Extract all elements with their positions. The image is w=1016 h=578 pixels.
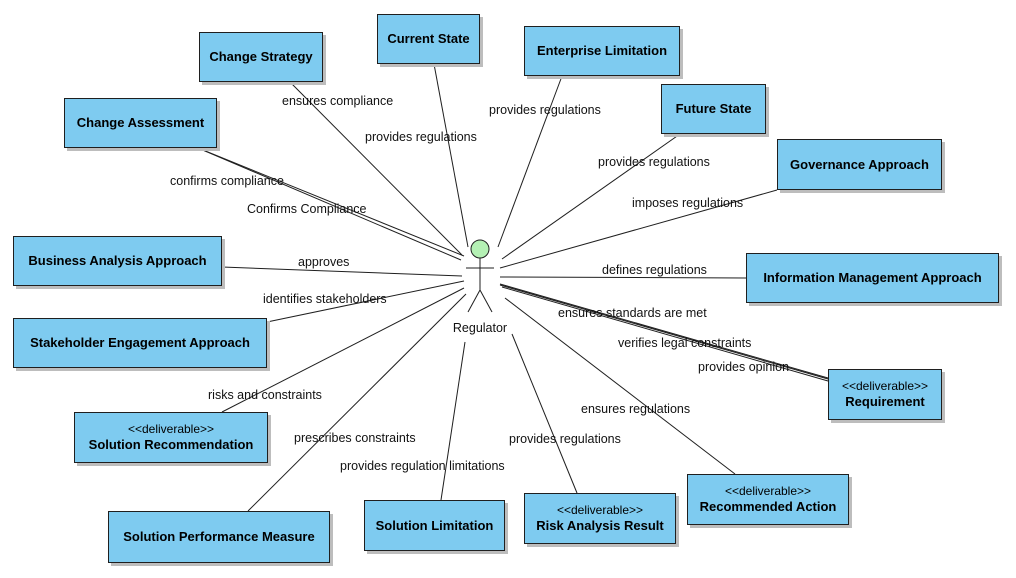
association-line[interactable]	[501, 286, 829, 382]
association-label: identifies stakeholders	[263, 292, 387, 306]
class-node[interactable]: Current State	[377, 14, 480, 64]
class-node[interactable]: Enterprise Limitation	[524, 26, 680, 76]
actor-left-leg	[467, 289, 481, 313]
association-line[interactable]	[497, 75, 563, 248]
association-label: ensures regulations	[581, 402, 690, 416]
class-node-name: Change Strategy	[209, 49, 313, 64]
association-line[interactable]	[266, 280, 465, 323]
association-line[interactable]	[440, 341, 466, 501]
class-node[interactable]: Solution Performance Measure	[108, 511, 330, 563]
class-node[interactable]: Future State	[661, 84, 766, 134]
association-line[interactable]	[499, 283, 829, 379]
class-node-name: Requirement	[845, 394, 925, 409]
stereotype-label: <<deliverable>>	[841, 379, 929, 393]
class-node-name: Solution Limitation	[375, 517, 494, 533]
association-line[interactable]	[433, 63, 469, 248]
association-label: provides opinion	[698, 360, 789, 374]
association-line[interactable]	[499, 189, 778, 269]
actor-head	[470, 239, 490, 259]
class-node-name: Enterprise Limitation	[536, 43, 668, 58]
association-line[interactable]	[499, 284, 829, 380]
class-node[interactable]: Stakeholder Engagement Approach	[13, 318, 267, 368]
class-node-name: Change Assessment	[76, 115, 205, 130]
association-line[interactable]	[501, 133, 681, 260]
association-line[interactable]	[504, 297, 736, 475]
class-node-name: Stakeholder Engagement Approach	[30, 335, 250, 350]
association-line[interactable]	[499, 276, 747, 279]
class-node[interactable]: <<deliverable>>Solution Recommendation	[74, 412, 268, 463]
class-node-name: Business Analysis Approach	[28, 253, 207, 268]
association-label: defines regulations	[602, 263, 707, 277]
association-line[interactable]	[221, 287, 465, 413]
class-node[interactable]: <<deliverable>>Requirement	[828, 369, 942, 420]
association-line[interactable]	[247, 293, 467, 512]
association-line[interactable]	[197, 147, 465, 257]
association-line[interactable]	[221, 266, 463, 277]
actor-right-leg	[479, 289, 493, 313]
stereotype-label: <<deliverable>>	[724, 484, 812, 498]
association-label: Confirms Compliance	[247, 202, 367, 216]
class-node-name: Solution Performance Measure	[123, 529, 315, 544]
class-node[interactable]: <<deliverable>>Risk Analysis Result	[524, 493, 676, 544]
class-node-name: Current State	[387, 31, 470, 46]
association-line[interactable]	[289, 81, 463, 256]
association-label: approves	[298, 255, 349, 269]
class-node[interactable]: Change Assessment	[64, 98, 217, 148]
class-node-name: Risk Analysis Result	[536, 518, 664, 533]
association-label: provides regulations	[489, 103, 601, 117]
class-node-name: Governance Approach	[790, 156, 929, 172]
association-label: verifies legal constraints	[618, 336, 751, 350]
class-node[interactable]: Solution Limitation	[364, 500, 505, 551]
class-node[interactable]: Business Analysis Approach	[13, 236, 222, 286]
association-label: risks and constraints	[208, 388, 322, 402]
association-label: imposes regulations	[632, 196, 743, 210]
class-node-name: Solution Recommendation	[88, 437, 254, 452]
association-label: ensures compliance	[282, 94, 393, 108]
stereotype-label: <<deliverable>>	[556, 503, 644, 517]
class-node[interactable]: Governance Approach	[777, 139, 942, 190]
class-node-name: Information Management Approach	[763, 270, 982, 285]
association-line[interactable]	[197, 147, 462, 261]
class-node-name: Future State	[675, 101, 752, 116]
association-label: provides regulations	[598, 155, 710, 169]
association-line[interactable]	[511, 333, 578, 494]
association-label: prescribes constraints	[294, 431, 416, 445]
actor-name: Regulator	[453, 321, 507, 335]
association-label: provides regulation limitations	[340, 459, 505, 473]
association-label: provides regulations	[365, 130, 477, 144]
class-node[interactable]: Change Strategy	[199, 32, 323, 82]
class-node[interactable]: <<deliverable>>Recommended Action	[687, 474, 849, 525]
class-node-name: Recommended Action	[699, 499, 837, 514]
association-label: confirms compliance	[170, 174, 284, 188]
class-node[interactable]: Information Management Approach	[746, 253, 999, 303]
association-label: provides regulations	[509, 432, 621, 446]
stereotype-label: <<deliverable>>	[127, 422, 215, 436]
association-label: ensures standards are met	[558, 306, 707, 320]
actor-figure[interactable]	[466, 239, 494, 313]
